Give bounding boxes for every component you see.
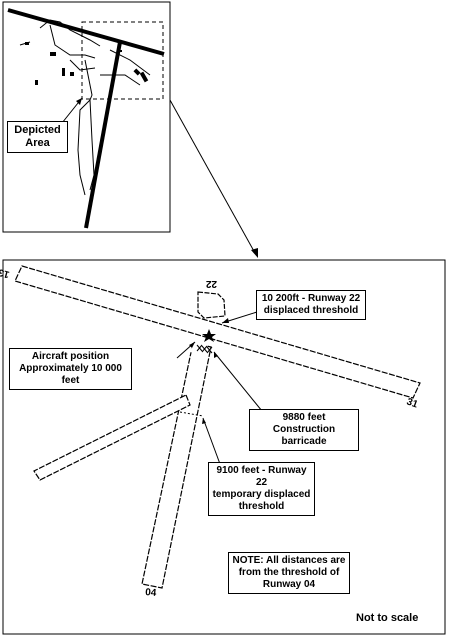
displaced-threshold-label: 10 200ft - Runway 22 displaced threshold — [256, 290, 366, 320]
runway-04-label: 04 — [145, 587, 157, 599]
connector-arrow — [169, 99, 256, 254]
apron-area — [197, 291, 226, 319]
taxiway-diagonal — [33, 394, 191, 481]
inset-panel-border — [2, 1, 171, 233]
construction-barricade — [196, 344, 213, 354]
inset-pointer-arrowhead — [76, 98, 82, 105]
runway-22-label: 22 — [205, 278, 217, 289]
aircraft-position-star — [202, 329, 216, 342]
inset-runway-13-31 — [7, 8, 165, 56]
temporary-threshold-label: 9100 feet - Runway 22 temporary displace… — [208, 462, 315, 516]
leader-arrowheads — [189, 318, 229, 424]
inset-taxiways — [19, 19, 151, 196]
runway-13-31 — [14, 265, 421, 399]
inset-buildings — [25, 42, 149, 85]
connector-arrowhead — [251, 248, 258, 258]
runway-31-label: 31 — [405, 396, 420, 410]
aircraft-position-label: Aircraft position Approximately 10 000 f… — [9, 348, 132, 390]
inset-depicted-area-box — [81, 21, 164, 100]
depicted-area-label: Depicted Area — [7, 121, 68, 153]
runway-13-label: 13 — [0, 266, 11, 280]
construction-barricade-label: 9880 feet Construction barricade — [249, 409, 359, 451]
not-to-scale-label: Not to scale — [356, 612, 419, 624]
note-label: NOTE: All distances are from the thresho… — [228, 552, 350, 594]
inset-runway-04-22 — [84, 41, 122, 229]
